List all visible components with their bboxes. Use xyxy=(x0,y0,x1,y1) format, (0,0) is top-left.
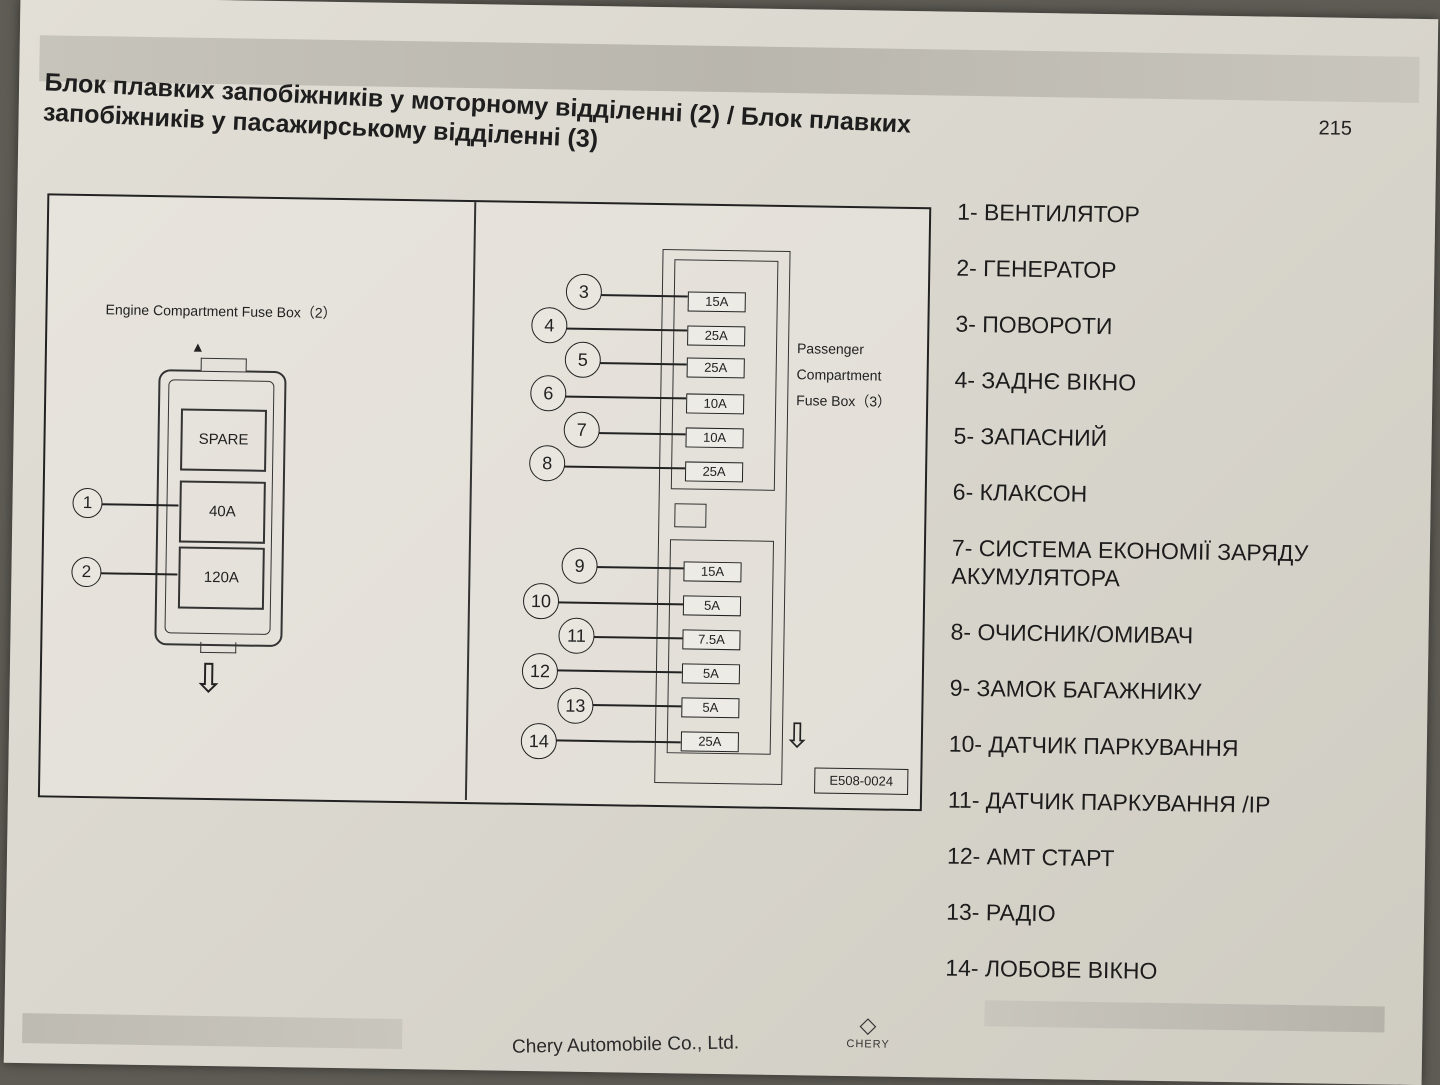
legend-item: 9- ЗАМОК БАГАЖНИКУ xyxy=(949,674,1202,705)
legend-item: 6- КЛАКСОН xyxy=(952,478,1088,507)
legend-item: 14- ЛОБОВЕ ВІКНО xyxy=(945,954,1158,984)
fuse-5: 25A xyxy=(686,357,745,379)
engine-box-tab-bottom xyxy=(200,641,237,654)
legend-item: 5- ЗАПАСНИЙ xyxy=(953,422,1108,452)
fuse-4: 25A xyxy=(687,325,746,347)
legend-item: 12- АМТ СТАРТ xyxy=(946,842,1115,872)
callout-1: 1 xyxy=(72,487,103,519)
callout-7: 7 xyxy=(563,411,601,449)
engine-fuse-40a: 40A xyxy=(178,480,266,544)
engine-box-inner: SPARE 40A 120A xyxy=(164,379,275,635)
callout-6: 6 xyxy=(530,374,567,412)
legend-item: 4- ЗАДНЄ ВІКНО xyxy=(954,366,1137,396)
passenger-box-label: Passenger Compartment Fuse Box（3） xyxy=(796,335,892,414)
callout-2: 2 xyxy=(71,556,102,588)
callout-3: 3 xyxy=(565,273,603,311)
fuse-3: 15A xyxy=(687,291,746,313)
engine-fuse-120a: 120A xyxy=(177,546,265,610)
callout-5: 5 xyxy=(564,341,602,379)
page-number: 215 xyxy=(1318,117,1353,140)
legend-item: 7- СИСТЕМА ЕКОНОМІЇ ЗАРЯДУ АКУМУЛЯТОРА xyxy=(951,534,1309,592)
legend-item: 8- ОЧИСНИК/ОМИВАЧ xyxy=(950,618,1194,649)
chery-logo-icon: ◇ xyxy=(859,1012,878,1038)
fuse-14: 25A xyxy=(680,731,739,753)
engine-fuse-spare: SPARE xyxy=(180,408,268,472)
fuse-8: 25A xyxy=(684,461,744,483)
callout-leader xyxy=(591,565,684,569)
callout-10: 10 xyxy=(522,582,560,620)
fuse-diagram: Engine Compartment Fuse Box（2） ▲ SPARE 4… xyxy=(37,193,932,812)
logo-text: CHERY xyxy=(846,1038,890,1051)
engine-box-tab xyxy=(200,357,247,372)
down-arrow-icon: ⇩ xyxy=(782,716,812,756)
footer-company: Chery Automobile Co., Ltd. xyxy=(511,1032,740,1058)
passenger-label-line: Fuse Box（3） xyxy=(796,392,892,410)
passenger-label-line: Passenger xyxy=(796,340,865,358)
legend-item: 2- ГЕНЕРАТОР xyxy=(956,254,1117,284)
callout-12: 12 xyxy=(521,652,559,690)
engine-fuse-box: SPARE 40A 120A xyxy=(154,357,287,654)
legend-item: 3- ПОВОРОТИ xyxy=(955,310,1113,340)
callout-4: 4 xyxy=(531,306,568,344)
callout-leader xyxy=(594,361,687,365)
engine-box-label: Engine Compartment Fuse Box（2） xyxy=(105,301,337,321)
legend-item: 11- ДАТЧИК ПАРКУВАННЯ /IP xyxy=(947,786,1271,818)
callout-leader xyxy=(595,294,688,297)
fuse-12: 5A xyxy=(681,663,741,685)
callout-leader xyxy=(593,431,686,435)
callout-leader xyxy=(590,635,683,639)
legend-item: 1- ВЕНТИЛЯТОР xyxy=(956,198,1141,228)
legend-item: 13- РАДІО xyxy=(946,898,1056,927)
callout-9: 9 xyxy=(561,547,598,585)
down-arrow-icon: ⇩ xyxy=(191,656,226,702)
callout-leader xyxy=(589,703,682,707)
fuse-9: 15A xyxy=(683,561,742,583)
callout-11: 11 xyxy=(558,617,595,655)
callout-13: 13 xyxy=(557,687,594,725)
diagram-code: E508-0024 xyxy=(814,767,909,795)
connector-notch xyxy=(674,503,707,528)
passenger-label-line: Compartment xyxy=(796,366,882,384)
footer-band-left xyxy=(22,1013,403,1050)
fuse-13: 5A xyxy=(681,697,740,719)
fuse-legend: 1- ВЕНТИЛЯТОР 2- ГЕНЕРАТОР 3- ПОВОРОТИ 4… xyxy=(945,198,1398,1017)
fuse-6: 10A xyxy=(685,393,745,415)
diagram-divider xyxy=(464,202,477,801)
callout-leader xyxy=(100,503,179,506)
fuse-7: 10A xyxy=(685,427,744,449)
chery-logo: ◇ CHERY xyxy=(832,1012,905,1051)
callout-leader xyxy=(99,572,178,575)
callout-14: 14 xyxy=(520,722,558,760)
legend-item: 10- ДАТЧИК ПАРКУВАННЯ xyxy=(948,730,1239,762)
fuse-10: 5A xyxy=(682,595,742,617)
manual-page: Блок плавких запобіжників у моторному ві… xyxy=(3,0,1439,1085)
callout-8: 8 xyxy=(528,444,566,482)
fuse-11: 7.5A xyxy=(682,629,741,651)
